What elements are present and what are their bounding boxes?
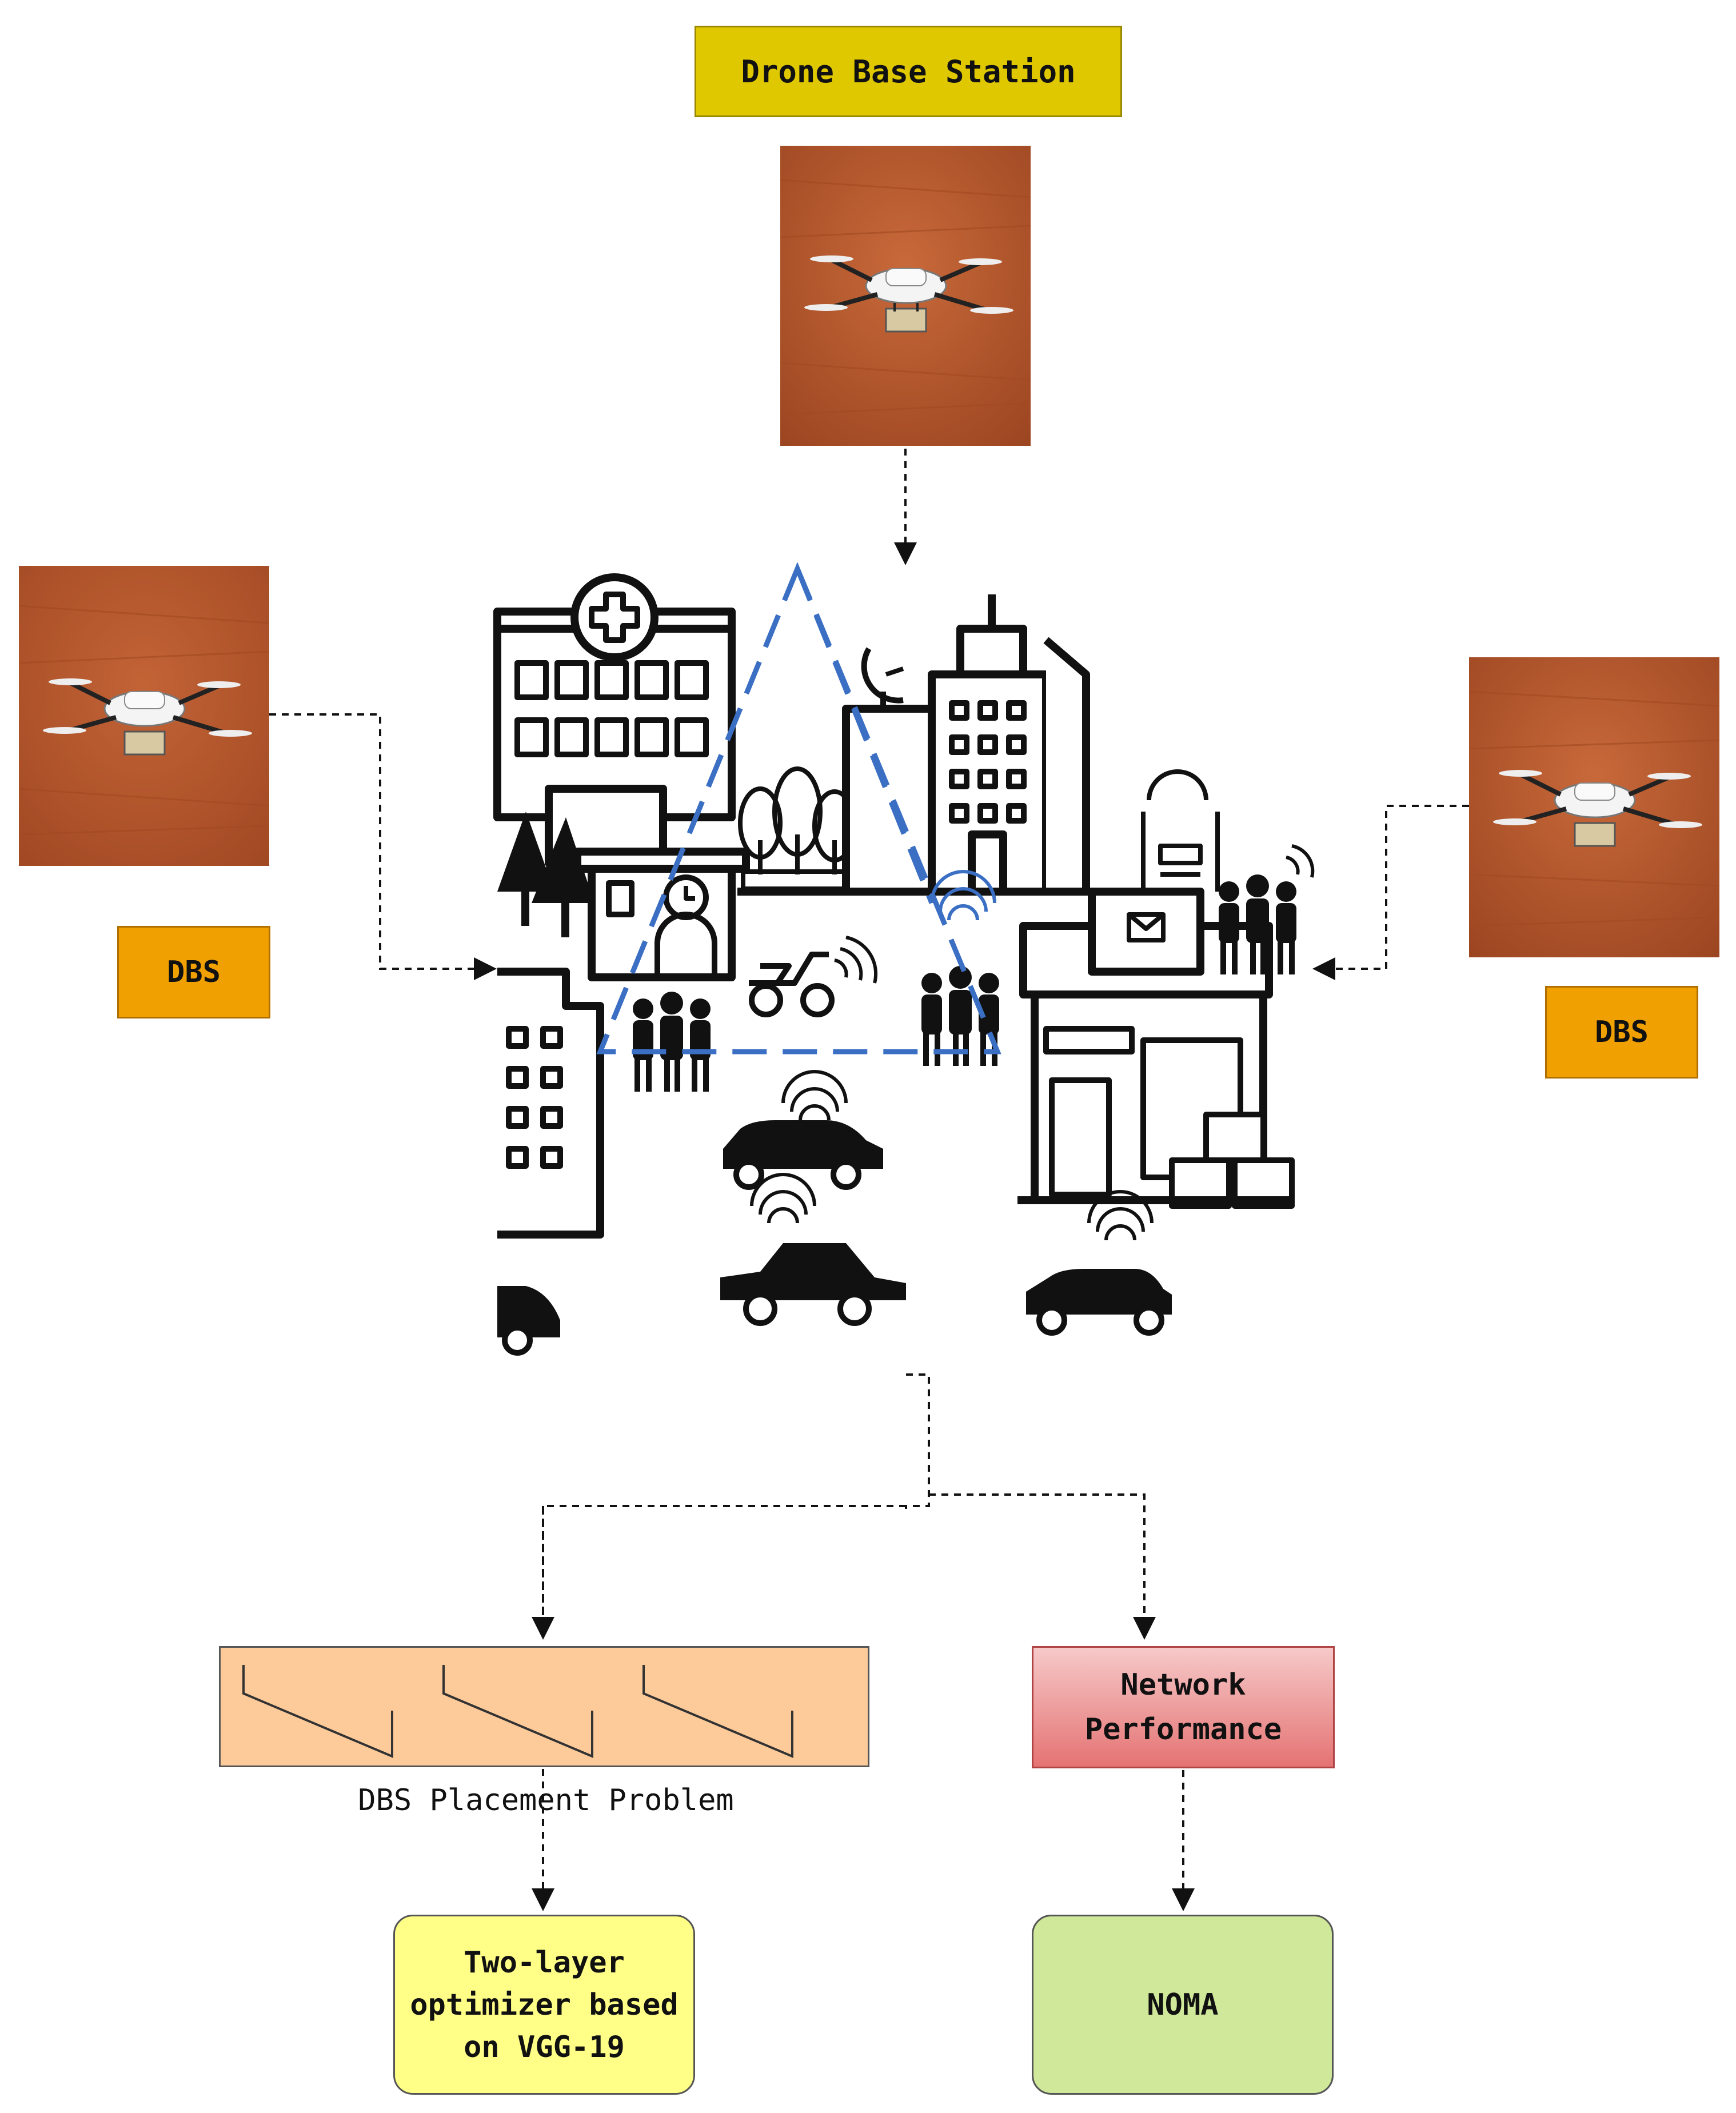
connector-left-drone	[269, 713, 497, 980]
office-tower-icon	[928, 594, 1090, 896]
coverage-triangle	[596, 562, 1001, 1054]
wifi-signal-icon	[750, 844, 1315, 1241]
car-icon	[497, 1120, 1172, 1356]
connector-to-network	[929, 1493, 1156, 1640]
drone-photo-top	[780, 146, 1031, 446]
office-building-left-icon	[497, 968, 604, 1239]
trees-cluster-icon	[738, 766, 857, 891]
dbs-left-label: DBS	[117, 926, 270, 1018]
satellite-dish-icon	[842, 647, 941, 896]
post-office-icon	[1017, 888, 1295, 1209]
drone-icon	[1493, 770, 1702, 847]
sawtooth-signal-icon	[242, 1665, 793, 1759]
drone-icon	[804, 255, 1013, 333]
optimizer-box: Two-layer optimizer based on VGG-19	[393, 1915, 695, 2095]
scooter-icon	[749, 952, 835, 1017]
connector-city-split	[542, 1373, 930, 1637]
placement-problem-box	[219, 1646, 869, 1767]
drone-photo-right	[1469, 657, 1719, 957]
dbs-right-label: DBS	[1545, 986, 1698, 1079]
clock-tower-icon	[573, 848, 750, 981]
noma-box: NOMA	[1032, 1915, 1334, 2095]
city-illustration	[493, 573, 1315, 1356]
connector-right-drone	[1312, 805, 1469, 980]
park-bench-icon	[1141, 769, 1220, 892]
network-performance-box: Network Performance	[1032, 1646, 1335, 1768]
drone-photo-left	[19, 566, 269, 866]
people-group-icon	[633, 874, 1296, 1092]
placement-problem-caption: DBS Placement Problem	[358, 1783, 734, 1818]
trees-icon	[497, 812, 594, 937]
drone-icon	[43, 678, 252, 756]
drone-base-station-title: Drone Base Station	[695, 26, 1122, 117]
